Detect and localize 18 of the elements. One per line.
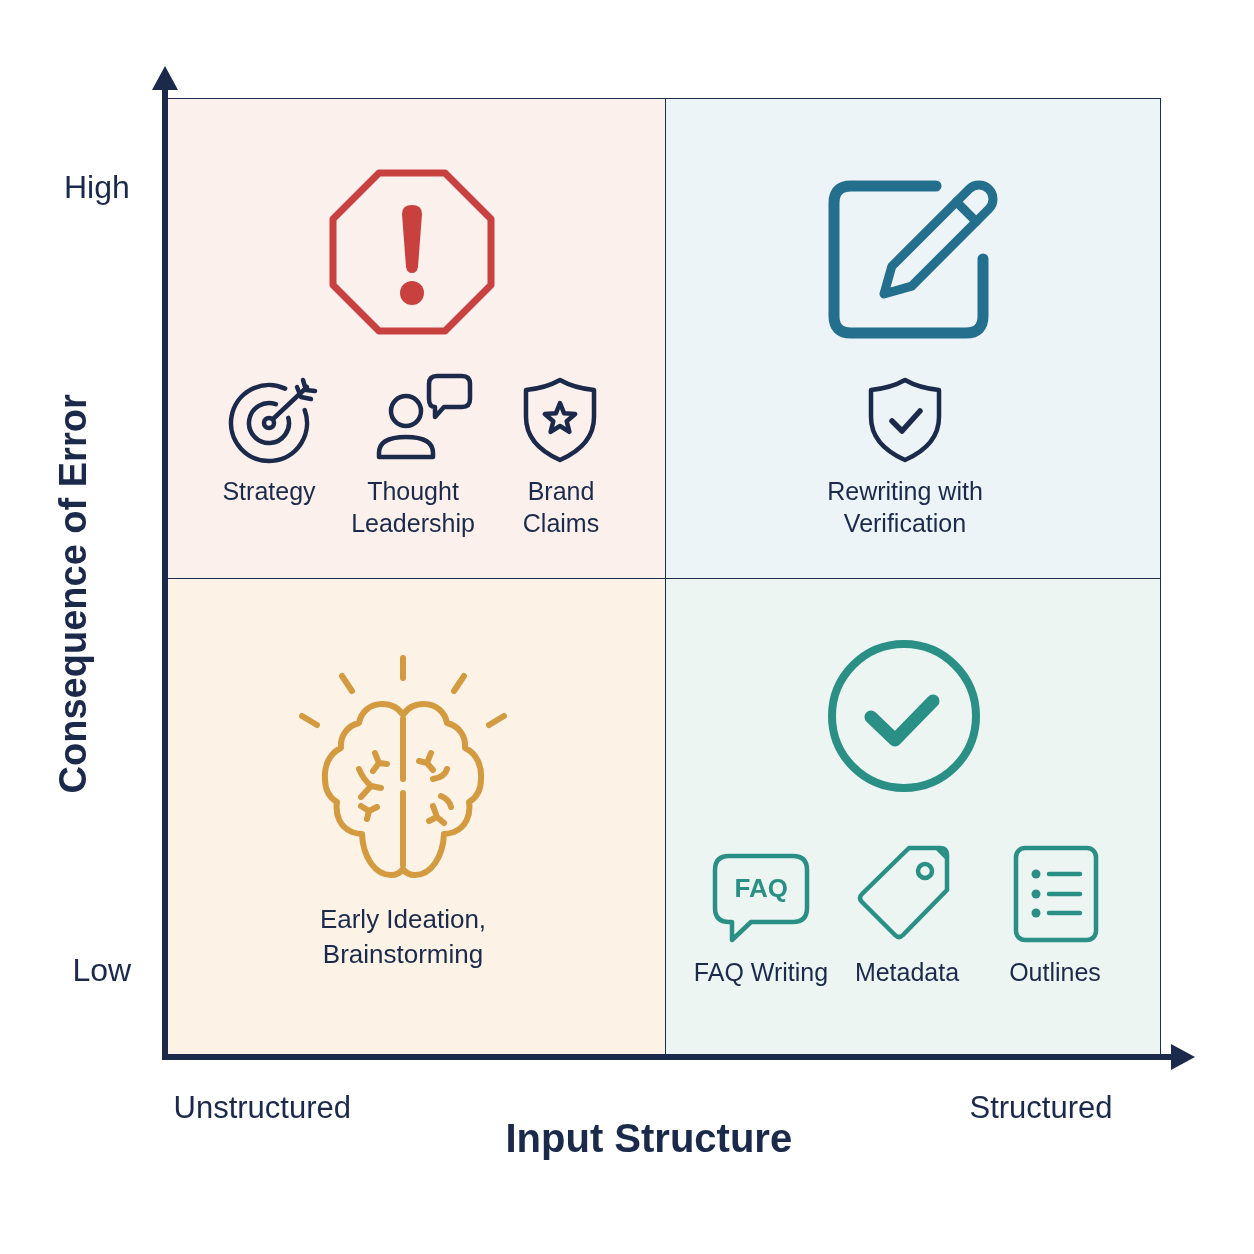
quadrant-panel [665,98,1161,579]
axis-title: Input Structure [505,1115,793,1161]
speech-bubble [711,852,811,944]
item-label: Rewriting with Verification [826,476,984,539]
item-label: FAQ Writing [693,957,829,988]
item-label: Strategy [221,476,317,507]
item-label: Thought Leadership [350,476,476,539]
axis-tick-label: Low [72,951,132,989]
axis-tick-label: Structured [969,1090,1113,1126]
item-label: Metadata [854,957,960,988]
item-label: Early Ideation, Brainstorming [319,903,487,971]
axis-tick-label: Unstructured [173,1090,351,1126]
item-label: Brand Claims [522,476,600,539]
axis-tick-label: High [64,168,130,206]
bubble-text: FAQ [734,873,788,903]
quadrant-panel [165,98,666,579]
item-label: Outlines [1008,957,1102,988]
axis-title: Consequence of Error [51,394,95,794]
